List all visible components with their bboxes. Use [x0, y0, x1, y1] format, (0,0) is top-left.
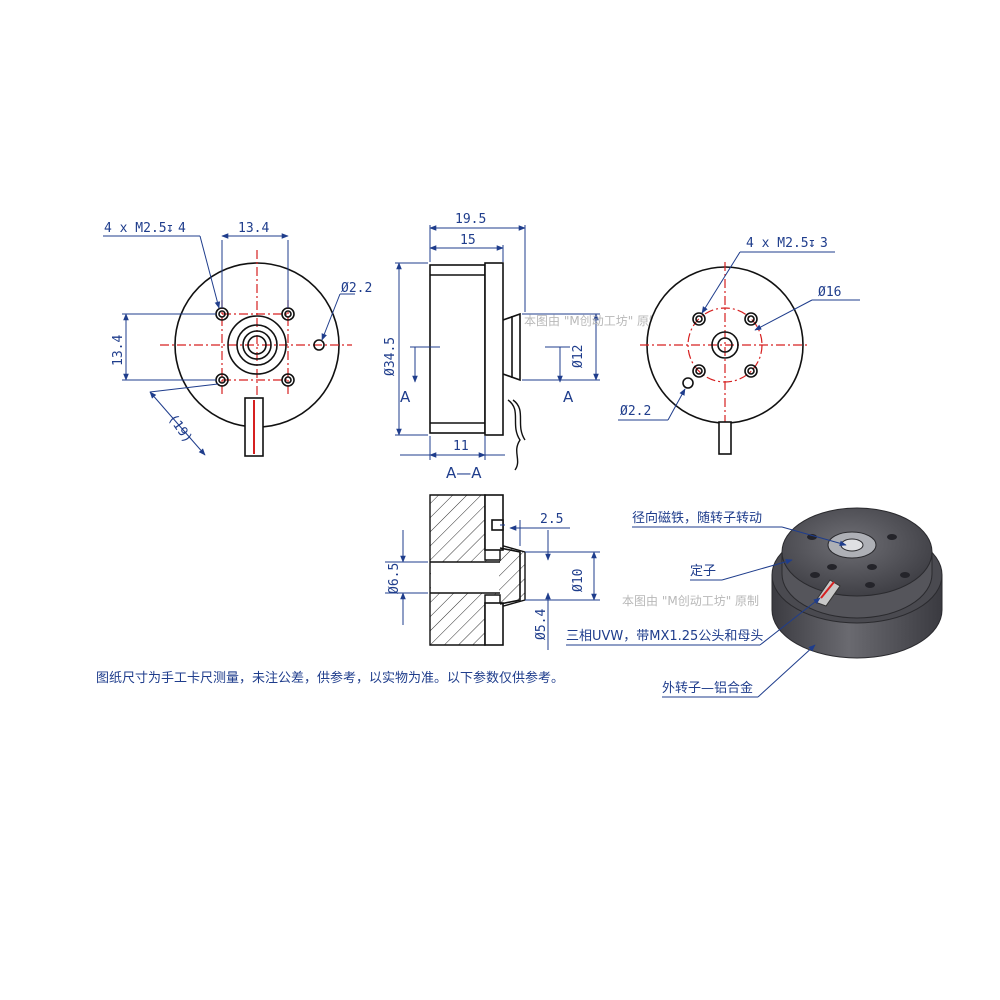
front-dim-spacing-h: 13.4: [238, 221, 269, 236]
section-dim-bore: Ø6.5: [387, 563, 402, 594]
side-body: [429, 264, 486, 434]
front-small-hole-dia: Ø2.2: [341, 281, 372, 296]
rear-view: 4 x M2.5 ↧ 3 Ø16 Ø2.2: [618, 236, 860, 455]
side-view: A A 19.5 15 Ø34.5 Ø12 11 A—A 本图由 "M创动工坊"…: [383, 212, 661, 482]
side-dim-shaft: Ø12: [571, 345, 586, 368]
side-dim-dia: Ø34.5: [383, 337, 398, 376]
front-view: 13.4 13.4 4 x M2.5 ↧ 4 Ø2.2 (19): [103, 221, 372, 457]
watermark-2: 本图由 "M创动工坊" 原制: [622, 593, 759, 608]
rear-pcd: Ø16: [818, 285, 841, 300]
motor-3d-render: 本图由 "M创动工坊" 原制: [622, 507, 943, 659]
callout-stator: 定子: [690, 564, 716, 579]
section-mark-left: A: [400, 388, 411, 406]
rear-small-hole-dia: Ø2.2: [620, 404, 651, 419]
section-title: A—A: [446, 464, 482, 482]
front-holes-depth: 4: [178, 221, 186, 236]
side-dim-total: 19.5: [455, 212, 486, 227]
svg-text:↧: ↧: [166, 221, 174, 236]
rear-small-hole: [682, 377, 694, 389]
side-rotor-rim: [484, 262, 504, 436]
side-dim-bottom: 11: [453, 439, 469, 454]
section-dim-step: 2.5: [540, 512, 563, 527]
side-dim-body: 15: [460, 233, 476, 248]
section-mark-right: A: [563, 388, 574, 406]
front-holes-label: 4 x M2.5: [104, 221, 167, 236]
section-rotor-lower: [484, 602, 504, 646]
section-view: 2.5 Ø6.5 Ø10 Ø5.4: [385, 494, 600, 650]
callouts: 径向磁铁，随转子转动 定子 三相UVW，带MX1.25公头和母头 外转子—铝合金: [566, 510, 847, 698]
front-small-hole: [313, 339, 325, 351]
section-dim-outer: Ø10: [571, 569, 586, 592]
section-dim-inner: Ø5.4: [534, 609, 549, 640]
callout-rotor: 外转子—铝合金: [662, 680, 753, 696]
callout-wiring: 三相UVW，带MX1.25公头和母头: [566, 629, 763, 644]
rear-holes-label: 4 x M2.5: [746, 236, 809, 251]
rear-wire: [718, 421, 732, 455]
front-dim-diag: (19): [165, 412, 195, 446]
front-dim-spacing-v: 13.4: [111, 335, 126, 366]
rear-holes-depth: 3: [820, 236, 828, 251]
connector: [814, 579, 841, 607]
callout-magnet: 径向磁铁，随转子转动: [632, 510, 762, 526]
drawing-note: 图纸尺寸为手工卡尺测量，未注公差，供参考，以实物为准。以下参数仅供参考。: [96, 670, 564, 686]
watermark-1: 本图由 "M创动工坊" 原制: [524, 313, 661, 328]
svg-text:↧: ↧: [808, 236, 816, 251]
rear-mount-holes: [692, 312, 758, 378]
